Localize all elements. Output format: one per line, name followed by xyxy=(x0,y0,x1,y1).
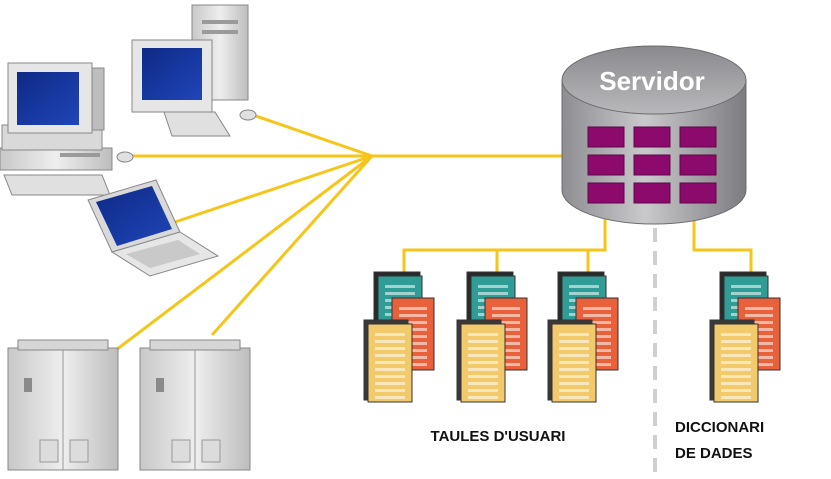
dictionary-label-line1: DICCIONARI xyxy=(675,419,764,436)
desktop-computer-icon xyxy=(0,62,134,196)
dictionary-label-line2: DE DADES xyxy=(675,445,753,462)
tower-computer-icon xyxy=(131,4,257,137)
link-hub-server-1 xyxy=(115,154,373,352)
link-db-dictionary xyxy=(692,205,753,276)
link-hub-laptop xyxy=(171,154,373,225)
server-label: Servidor xyxy=(599,66,705,96)
server-rack-icon xyxy=(139,339,251,471)
user-tables-label: TAULES D'USUARI xyxy=(431,428,566,445)
server-slots xyxy=(587,126,717,204)
connection-lines xyxy=(115,112,753,352)
server-rack-icon xyxy=(7,339,119,471)
link-hub-tower xyxy=(249,112,373,158)
link-db-user-tables xyxy=(402,205,607,276)
database-server: Servidor xyxy=(561,45,747,225)
table-stacks xyxy=(363,271,781,403)
laptop-icon xyxy=(87,179,220,277)
link-hub-server-2 xyxy=(210,155,374,336)
